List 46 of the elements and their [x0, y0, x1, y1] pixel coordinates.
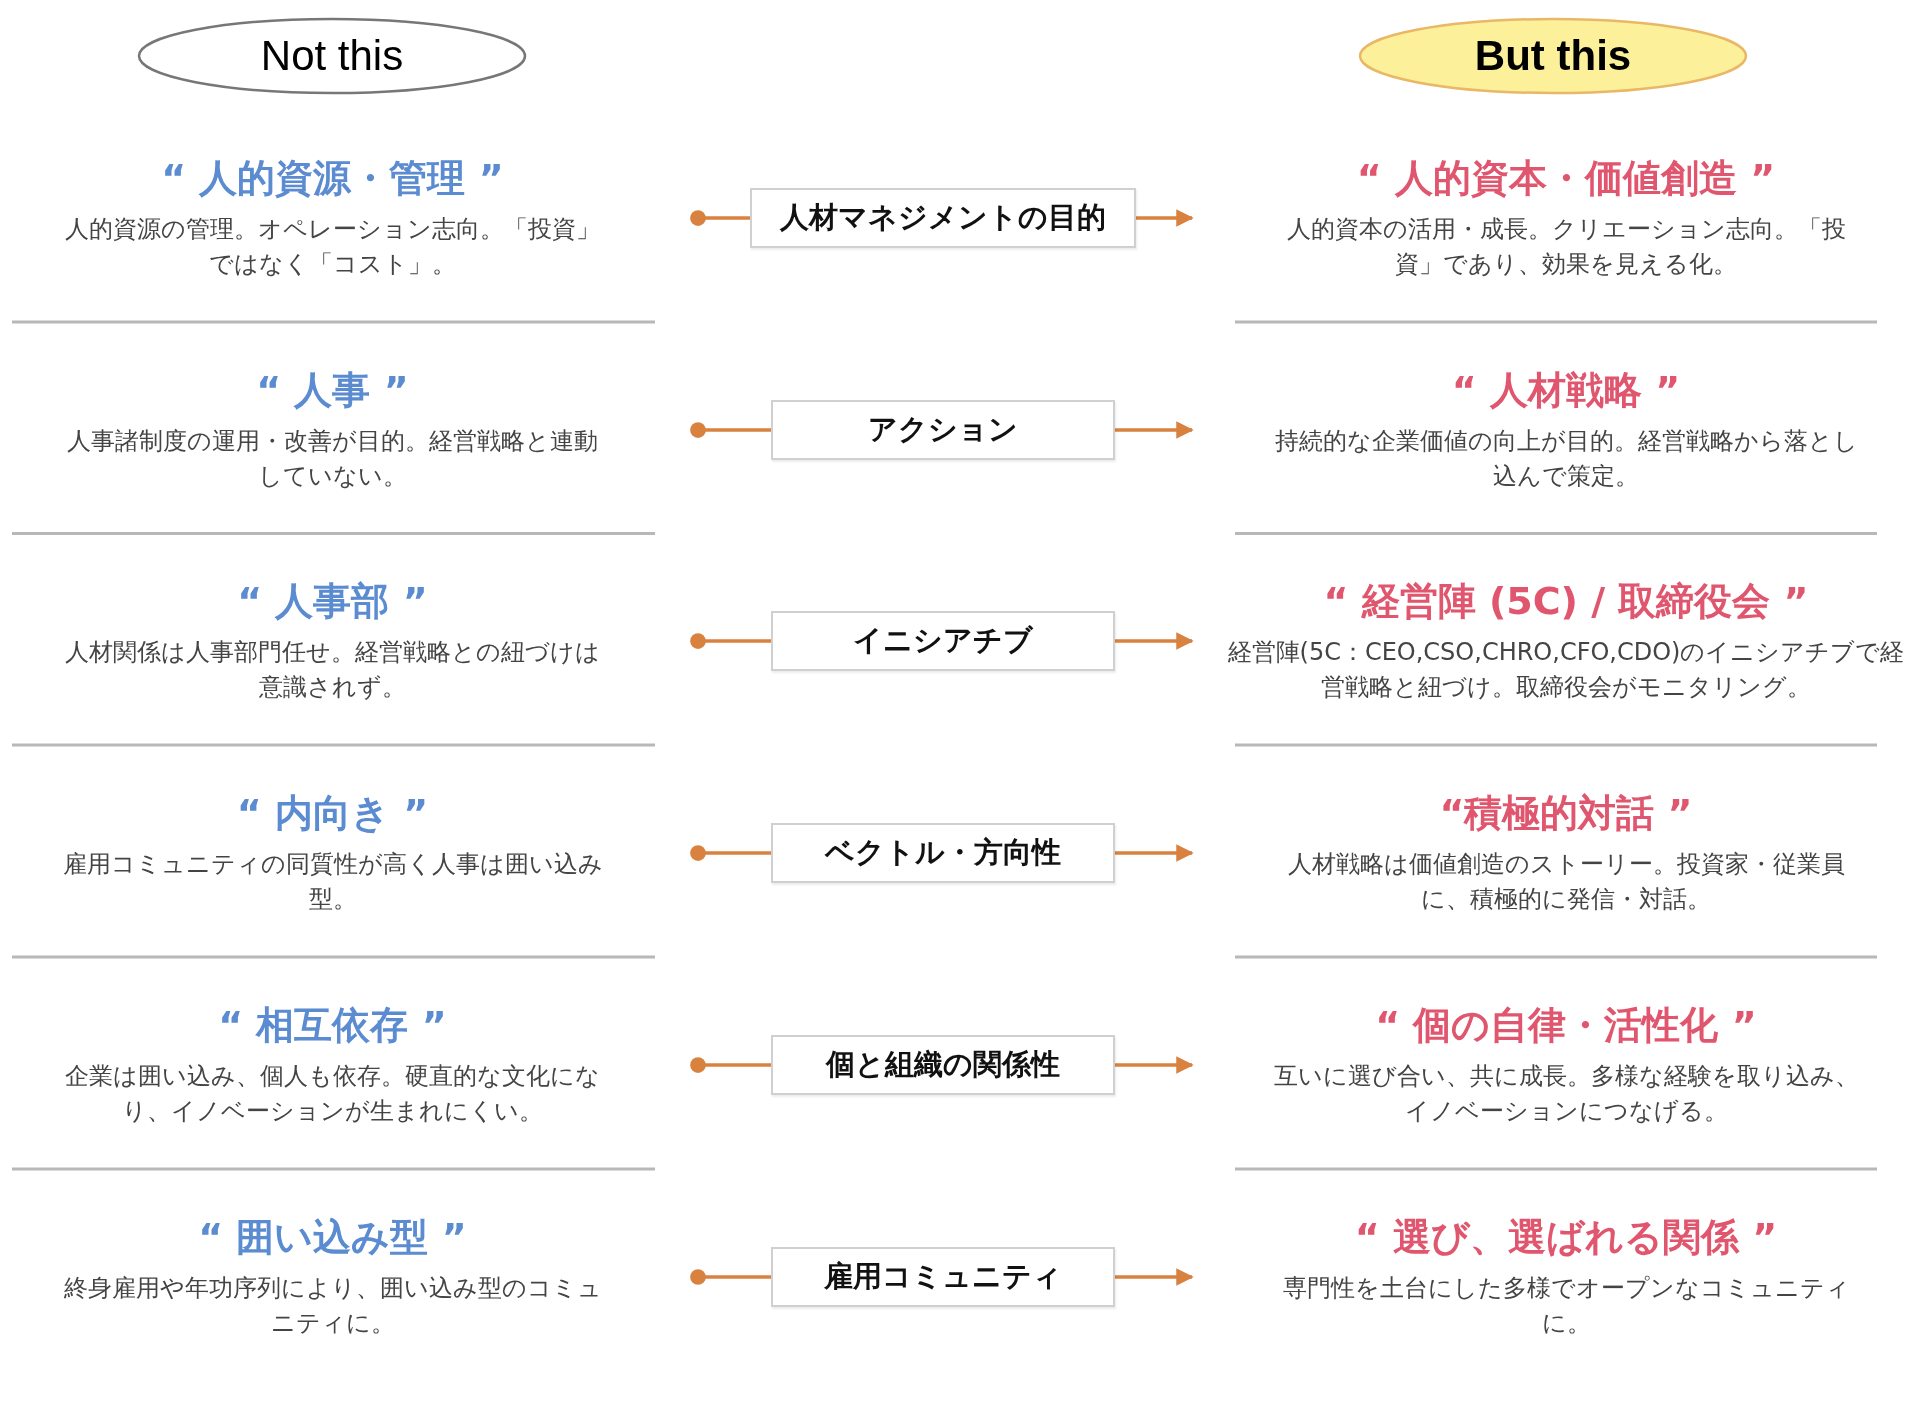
heading: “積極的対話 ” — [1438, 791, 1694, 837]
arrow — [1115, 632, 1194, 650]
arrow — [1115, 1056, 1194, 1074]
heading: “ 人材戦略 ” — [1450, 368, 1682, 414]
label-box — [750, 188, 1136, 248]
heading: “ 人事部 ” — [236, 579, 429, 625]
box-label: ベクトル・方向性 — [825, 834, 1061, 871]
heading: “ 内向き ” — [235, 791, 430, 837]
description: 終身雇用や年功序列により、囲い込み型のコミュニティに。 — [62, 1273, 603, 1339]
heading: “ 経営陣 (5C) / 取締役会 ” — [1322, 579, 1810, 625]
description: 人材戦略は価値創造のストーリー。投資家・従業員に、積極的に発信・対話。 — [1286, 849, 1846, 915]
box-label: アクション — [868, 411, 1018, 448]
description: 互いに選び合い、共に成長。多様な経験を取り込み、イノベーションにつなげる。 — [1272, 1061, 1860, 1127]
box-label: 個と組織の関係性 — [826, 1046, 1060, 1083]
box-label: イニシアチブ — [853, 622, 1033, 659]
oval-badge — [1358, 17, 1748, 95]
box-label: 人材マネジメントの目的 — [780, 199, 1106, 236]
heading: “ 相互依存 ” — [217, 1003, 448, 1049]
description: 雇用コミュニティの同質性が高く人事は囲い込み型。 — [61, 849, 604, 915]
heading: “ 人的資本・価値創造 ” — [1355, 156, 1777, 202]
arrow — [1115, 421, 1194, 439]
box-label: 雇用コミュニティ — [824, 1258, 1062, 1295]
label-box — [771, 400, 1115, 460]
heading: “ 個の自律・活性化 ” — [1374, 1003, 1758, 1049]
box-label: But this — [1474, 32, 1632, 80]
description: 人材関係は人事部門任せ。経営戦略との紐づけは意識されず。 — [64, 637, 601, 703]
heading: “ 人事 ” — [255, 368, 410, 414]
box-label: Not this — [260, 32, 404, 80]
label-box — [771, 823, 1115, 883]
description: 専門性を土台にした多様でオープンなコミュニティに。 — [1281, 1273, 1851, 1339]
label-box — [771, 1247, 1115, 1307]
label-box — [771, 1035, 1115, 1095]
description: 人事諸制度の運用・改善が目的。経営戦略と連動していない。 — [66, 426, 599, 492]
description: 人的資源の管理。オペレーション志向。「投資」ではなく「コスト」。 — [64, 214, 601, 280]
arrow — [1136, 209, 1194, 227]
description: 企業は囲い込み、個人も依存。硬直的な文化になり、イノベーションが生まれにくい。 — [64, 1061, 601, 1127]
label-box — [771, 611, 1115, 671]
description: 経営陣(5C：CEO,CSO,CHRO,CFO,CDO)のイニシアチブで経営戦略と紐づけ。取締役会がモニタリング。 — [1226, 637, 1906, 703]
heading: “ 人的資源・管理 ” — [160, 156, 505, 202]
heading: “ 囲い込み型 ” — [197, 1215, 468, 1261]
heading: “ 選び、選ばれる関係 ” — [1353, 1215, 1779, 1261]
description: 人的資本の活用・成長。クリエーション志向。「投資」であり、効果を見える化。 — [1285, 214, 1847, 280]
oval-badge — [137, 17, 527, 95]
arrow — [1115, 844, 1194, 862]
arrow — [1115, 1268, 1194, 1286]
description: 持続的な企業価値の向上が目的。経営戦略から落とし込んで策定。 — [1273, 426, 1859, 492]
